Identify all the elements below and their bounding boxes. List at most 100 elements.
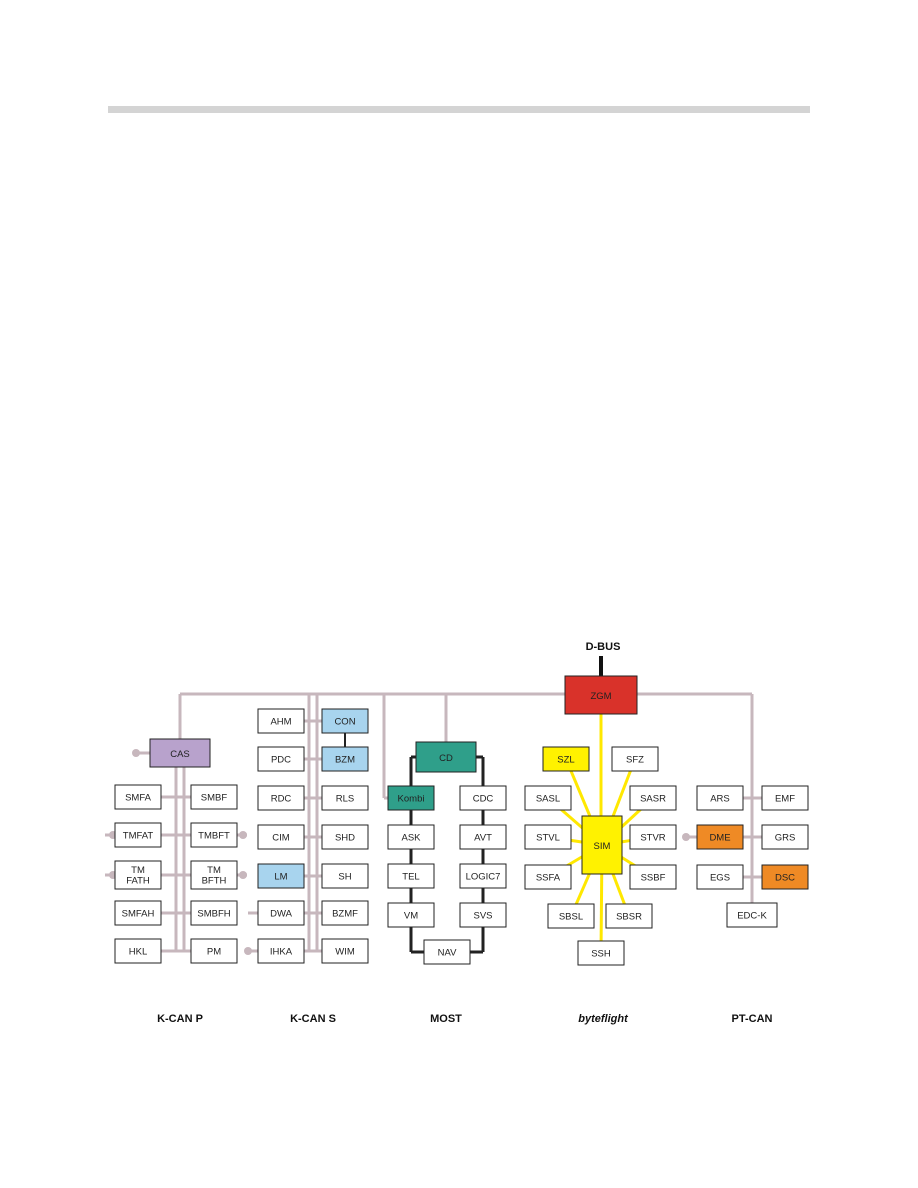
module-label-grs: GRS (775, 832, 796, 843)
module-nav: NAV (423, 939, 471, 965)
module-label-smfah: SMFAH (122, 908, 155, 919)
module-ihka: IHKA (257, 938, 305, 964)
module-label-tmfat: TMFAT (123, 830, 154, 841)
module-box-sasl (524, 785, 572, 811)
module-rdc: RDC (257, 785, 305, 811)
module-box-edck (726, 902, 778, 928)
module-box-cd (415, 741, 477, 773)
module-szl: SZL (542, 746, 590, 772)
module-box-sh (321, 863, 369, 889)
dme-stub-dot (682, 833, 690, 841)
module-label-tel: TEL (402, 871, 419, 882)
module-label-sfz: SFZ (626, 754, 644, 765)
module-label-rls: RLS (336, 793, 354, 804)
module-sbsl: SBSL (547, 903, 595, 929)
module-label-wim: WIM (335, 946, 355, 957)
module-tel: TEL (387, 863, 435, 889)
bus-label-ptcan: PT-CAN (732, 1013, 773, 1025)
module-box-ssh (577, 940, 625, 966)
top-divider (108, 106, 810, 113)
module-smbf: SMBF (190, 784, 238, 810)
module-sh: SH (321, 863, 369, 889)
module-label-ssh: SSH (591, 948, 611, 959)
module-label-sbsl: SBSL (559, 911, 583, 922)
module-label-stvr: STVR (640, 832, 665, 843)
module-smfah: SMFAH (114, 900, 162, 926)
module-box-pm (190, 938, 238, 964)
bus-label-kcanp: K-CAN P (157, 1013, 203, 1025)
module-box-avt (459, 824, 507, 850)
module-sasl: SASL (524, 785, 572, 811)
module-con: CON (321, 708, 369, 734)
module-box-bzm (321, 746, 369, 772)
module-label-stvl: STVL (536, 832, 560, 843)
module-box-tmfath (114, 860, 162, 890)
module-box-cim (257, 824, 305, 850)
module-label-egs: EGS (710, 872, 730, 883)
module-label-sasr: SASR (640, 793, 666, 804)
module-label-hkl: HKL (129, 946, 147, 957)
module-kombi: Kombi (387, 785, 435, 811)
module-label-lm: LM (274, 871, 287, 882)
module-label-tmbft: TMBFT (198, 830, 230, 841)
module-dsc: DSC (761, 864, 809, 890)
module-label-cas: CAS (170, 749, 190, 760)
module-bzmf: BZMF (321, 900, 369, 926)
module-sbsr: SBSR (605, 903, 653, 929)
module-cas: CAS (149, 738, 211, 768)
module-cim: CIM (257, 824, 305, 850)
module-box-ihka (257, 938, 305, 964)
module-zgm: ZGM (564, 675, 638, 715)
ihka-stub-dot (244, 947, 252, 955)
module-label-edck: EDC-K (737, 910, 767, 921)
module-sasr: SASR (629, 785, 677, 811)
tmbfth-stub-dot (239, 871, 247, 879)
module-stvr: STVR (629, 824, 677, 850)
module-box-sasr (629, 785, 677, 811)
module-hkl: HKL (114, 938, 162, 964)
module-box-ssbf (629, 864, 677, 890)
module-box-ahm (257, 708, 305, 734)
module-box-tmbfth (190, 860, 238, 890)
module-box-hkl (114, 938, 162, 964)
module-label-tmbfth-1: BFTH (202, 876, 227, 887)
module-edck: EDC-K (726, 902, 778, 928)
module-box-smbf (190, 784, 238, 810)
module-box-stvr (629, 824, 677, 850)
module-wim: WIM (321, 938, 369, 964)
module-label-dsc: DSC (775, 872, 795, 883)
module-label-sh: SH (338, 871, 351, 882)
module-label-dme: DME (709, 832, 730, 843)
module-label-avt: AVT (474, 832, 492, 843)
module-box-ssfa (524, 864, 572, 890)
module-tmfat: TMFAT (114, 822, 162, 848)
module-label-emf: EMF (775, 793, 795, 804)
module-label-pdc: PDC (271, 754, 291, 765)
module-box-cas (149, 738, 211, 768)
module-avt: AVT (459, 824, 507, 850)
module-label-sim: SIM (594, 841, 611, 852)
module-logic7: LOGIC7 (459, 863, 507, 889)
module-label-cim: CIM (272, 832, 290, 843)
module-label-ask: ASK (401, 832, 421, 843)
module-shd: SHD (321, 824, 369, 850)
module-box-zgm (564, 675, 638, 715)
module-box-smfa (114, 784, 162, 810)
module-cd: CD (415, 741, 477, 773)
bus-label-kcans: K-CAN S (290, 1013, 336, 1025)
module-label-pm: PM (207, 946, 221, 957)
module-egs: EGS (696, 864, 744, 890)
module-box-stvl (524, 824, 572, 850)
module-box-logic7 (459, 863, 507, 889)
module-label-tmfath-1: FATH (126, 876, 150, 887)
module-box-tmbft (190, 822, 238, 848)
module-label-smbfh: SMBFH (197, 908, 230, 919)
module-ahm: AHM (257, 708, 305, 734)
module-box-svs (459, 902, 507, 928)
module-box-sbsr (605, 903, 653, 929)
module-box-wim (321, 938, 369, 964)
module-label-con: CON (334, 716, 355, 727)
module-label-bzmf: BZMF (332, 908, 358, 919)
